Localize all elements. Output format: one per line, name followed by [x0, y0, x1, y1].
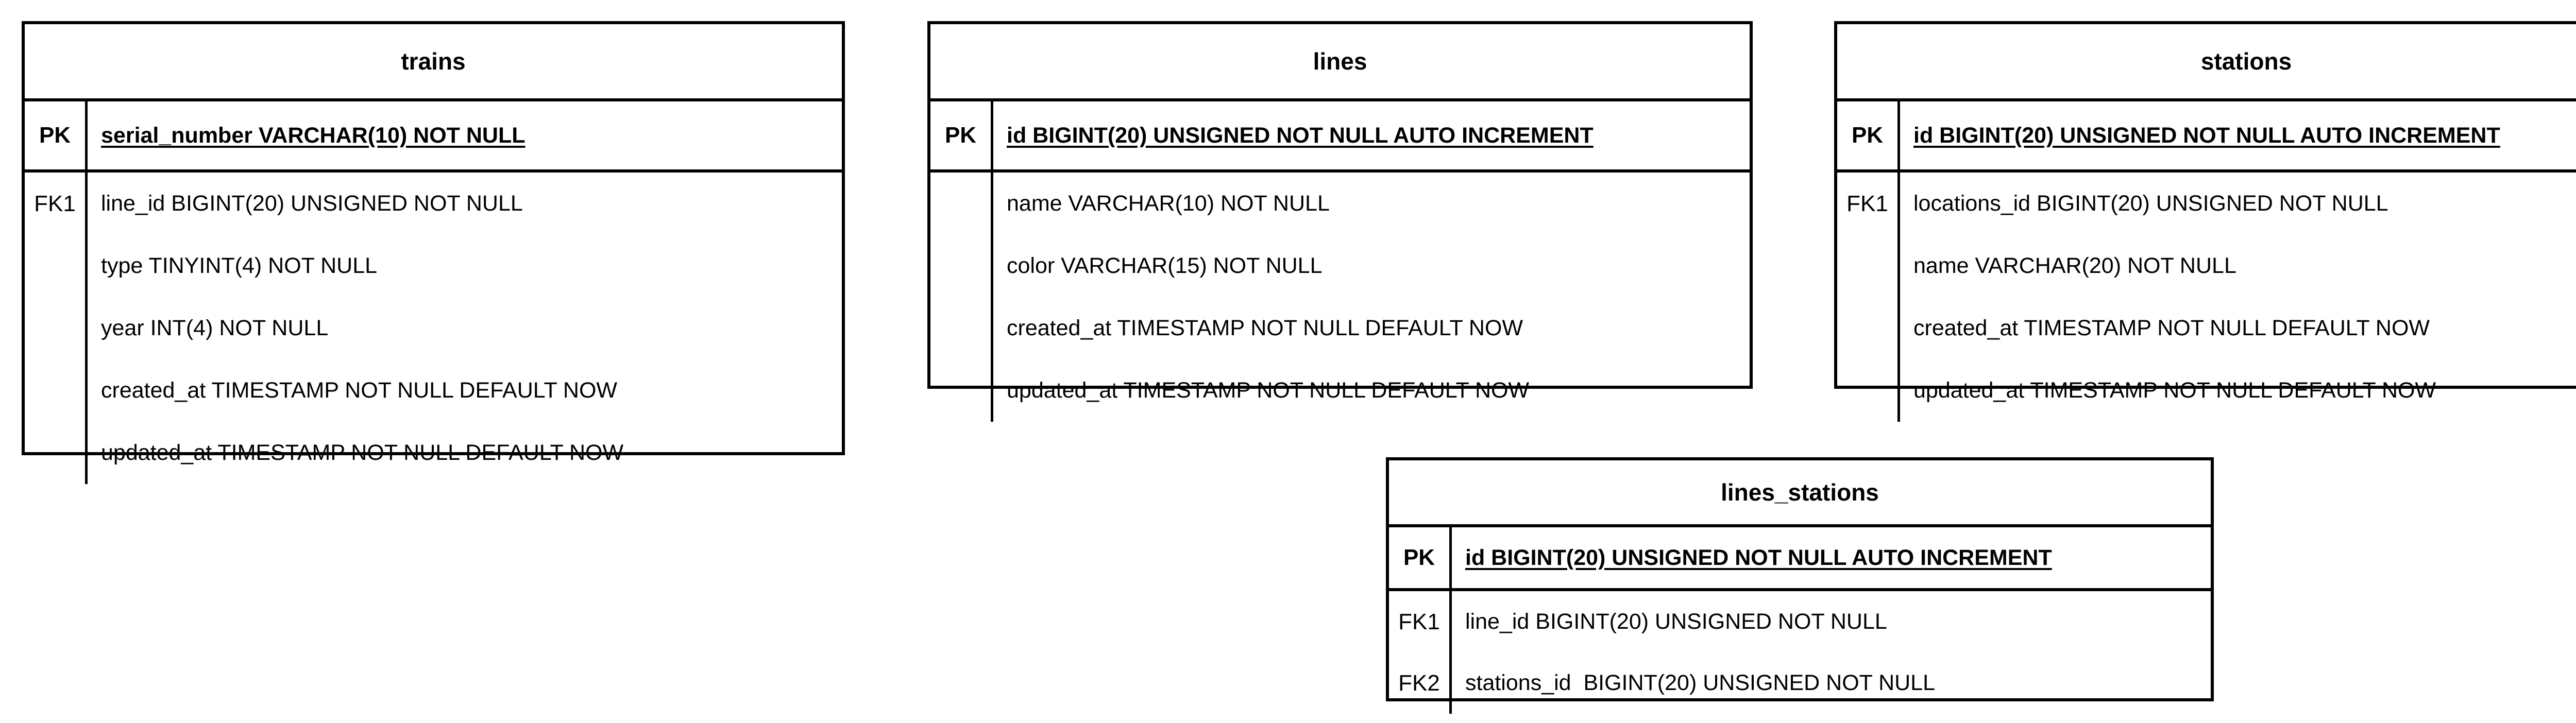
pk-marker: PK	[1389, 527, 1452, 588]
key-marker-empty	[25, 297, 88, 359]
entity-title-lines_stations: lines_stations	[1389, 460, 2211, 527]
attribute-row[interactable]: updated_at TIMESTAMP NOT NULL DEFAULT NO…	[1837, 359, 2576, 422]
column-definition: type TINYINT(4) NOT NULL	[101, 253, 378, 278]
key-marker-empty	[1837, 359, 1900, 422]
column-definition: id BIGINT(20) UNSIGNED NOT NULL AUTO INC…	[1465, 545, 2052, 570]
attribute-list: PK serial_number VARCHAR(10) NOT NULL FK1 l…	[25, 101, 842, 484]
attribute-row[interactable]: FK1 locations_id BIGINT(20) UNSIGNED NOT …	[1837, 173, 2576, 235]
attribute-row[interactable]: created_at TIMESTAMP NOT NULL DEFAULT NO…	[930, 297, 1750, 359]
column-definition: line_id BIGINT(20) UNSIGNED NOT NULL	[101, 191, 523, 216]
column-definition: updated_at TIMESTAMP NOT NULL DEFAULT NO…	[1007, 378, 1530, 403]
attribute-row[interactable]: updated_at TIMESTAMP NOT NULL DEFAULT NO…	[930, 359, 1750, 422]
attribute-row[interactable]: name VARCHAR(20) NOT NULL	[1837, 235, 2576, 297]
pk-marker: PK	[25, 101, 88, 169]
attribute-row[interactable]: created_at TIMESTAMP NOT NULL DEFAULT NO…	[25, 359, 842, 422]
column-definition: created_at TIMESTAMP NOT NULL DEFAULT NO…	[101, 378, 618, 403]
primary-key-row[interactable]: PK id BIGINT(20) UNSIGNED NOT NULL AUTO I…	[1837, 101, 2576, 173]
key-marker-empty	[930, 235, 993, 297]
attribute-list: PK id BIGINT(20) UNSIGNED NOT NULL AUTO I…	[1837, 101, 2576, 422]
fk-marker: FK1	[1389, 591, 1452, 652]
key-marker-empty	[1837, 235, 1900, 297]
attribute-row[interactable]: FK1 line_id BIGINT(20) UNSIGNED NOT NULL	[25, 173, 842, 235]
column-definition: color VARCHAR(15) NOT NULL	[1007, 253, 1323, 278]
attribute-list: PK id BIGINT(20) UNSIGNED NOT NULL AUTO I…	[1389, 527, 2211, 714]
column-definition: updated_at TIMESTAMP NOT NULL DEFAULT NO…	[1913, 378, 2436, 403]
entity-title-stations: stations	[1837, 24, 2576, 101]
entity-title-lines: lines	[930, 24, 1750, 101]
pk-marker: PK	[1837, 101, 1900, 169]
column-definition: name VARCHAR(10) NOT NULL	[1007, 191, 1330, 216]
primary-key-row[interactable]: PK id BIGINT(20) UNSIGNED NOT NULL AUTO I…	[930, 101, 1750, 173]
attribute-row[interactable]: year INT(4) NOT NULL	[25, 297, 842, 359]
fk-marker: FK1	[25, 173, 88, 235]
fk-marker: FK2	[1389, 652, 1452, 714]
attribute-list: PK id BIGINT(20) UNSIGNED NOT NULL AUTO I…	[930, 101, 1750, 422]
attribute-row[interactable]: FK1 line_id BIGINT(20) UNSIGNED NOT NULL	[1389, 591, 2211, 652]
column-definition: name VARCHAR(20) NOT NULL	[1913, 253, 2236, 278]
column-definition: updated_at TIMESTAMP NOT NULL DEFAULT NO…	[101, 440, 624, 465]
column-definition: locations_id BIGINT(20) UNSIGNED NOT NUL…	[1913, 191, 2388, 216]
key-marker-empty	[25, 235, 88, 297]
pk-marker: PK	[930, 101, 993, 169]
key-marker-empty	[1837, 297, 1900, 359]
attribute-row[interactable]: type TINYINT(4) NOT NULL	[25, 235, 842, 297]
key-marker-empty	[930, 359, 993, 422]
key-marker-empty	[930, 297, 993, 359]
primary-key-row[interactable]: PK serial_number VARCHAR(10) NOT NULL	[25, 101, 842, 173]
key-marker-empty	[25, 422, 88, 484]
column-definition: serial_number VARCHAR(10) NOT NULL	[101, 123, 526, 148]
column-definition: created_at TIMESTAMP NOT NULL DEFAULT NO…	[1007, 316, 1523, 340]
column-definition: id BIGINT(20) UNSIGNED NOT NULL AUTO INC…	[1913, 123, 2500, 148]
column-definition: year INT(4) NOT NULL	[101, 316, 329, 340]
column-definition: created_at TIMESTAMP NOT NULL DEFAULT NO…	[1913, 316, 2430, 340]
fk-marker: FK1	[1837, 173, 1900, 235]
column-definition: stations_id BIGINT(20) UNSIGNED NOT NULL	[1465, 670, 1936, 695]
attribute-row[interactable]: created_at TIMESTAMP NOT NULL DEFAULT NO…	[1837, 297, 2576, 359]
key-marker-empty	[930, 173, 993, 235]
attribute-row[interactable]: FK2 stations_id BIGINT(20) UNSIGNED NOT N…	[1389, 652, 2211, 714]
key-marker-empty	[25, 359, 88, 422]
column-definition: id BIGINT(20) UNSIGNED NOT NULL AUTO INC…	[1007, 123, 1594, 148]
column-definition: line_id BIGINT(20) UNSIGNED NOT NULL	[1465, 609, 1887, 634]
attribute-row[interactable]: updated_at TIMESTAMP NOT NULL DEFAULT NO…	[25, 422, 842, 484]
attribute-row[interactable]: color VARCHAR(15) NOT NULL	[930, 235, 1750, 297]
attribute-row[interactable]: name VARCHAR(10) NOT NULL	[930, 173, 1750, 235]
entity-title-trains: trains	[25, 24, 842, 101]
primary-key-row[interactable]: PK id BIGINT(20) UNSIGNED NOT NULL AUTO I…	[1389, 527, 2211, 591]
